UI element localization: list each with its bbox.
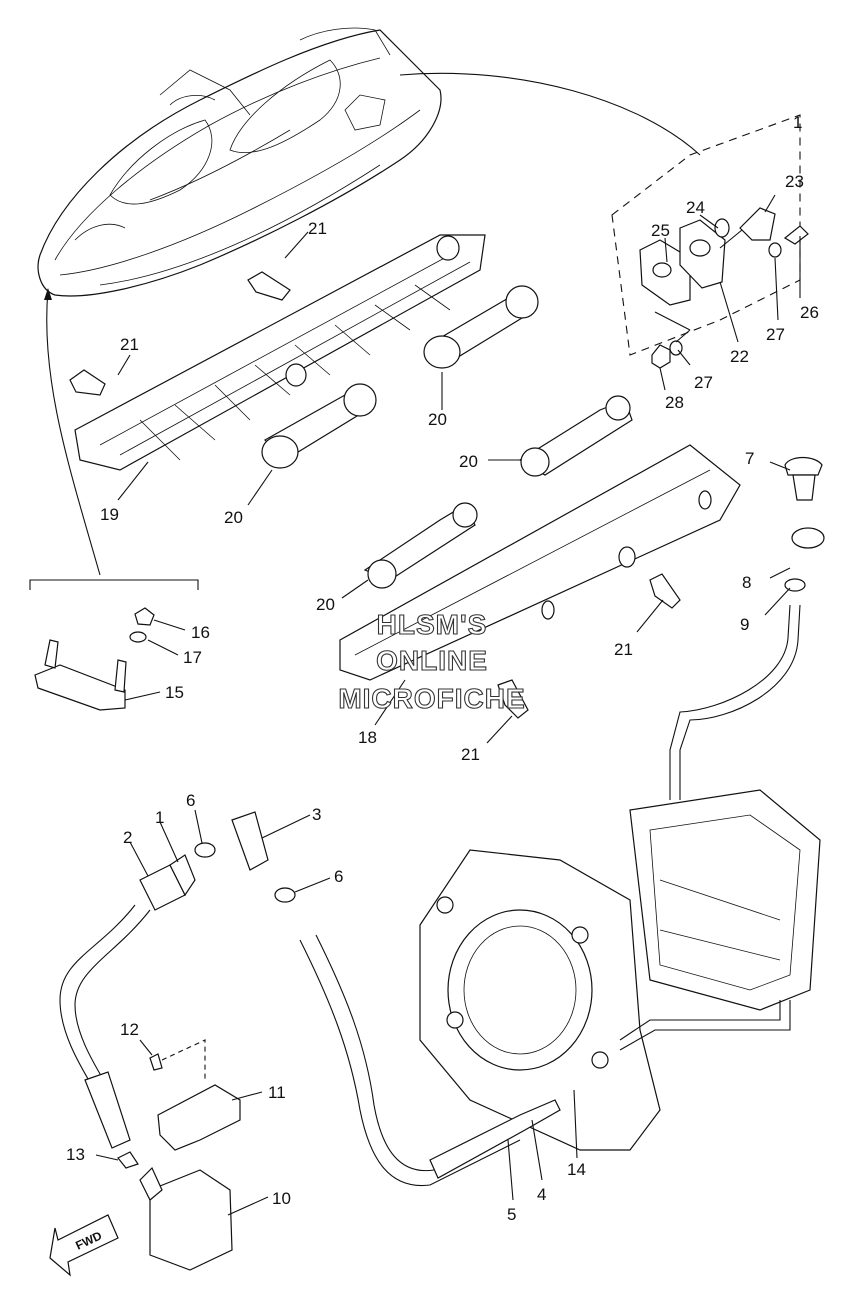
forward-arrow-icon: FWD bbox=[49, 1214, 119, 1277]
watermark-line-3: MICROFICHE bbox=[338, 683, 525, 714]
callout-21a: 21 bbox=[308, 219, 327, 238]
callout-21c: 21 bbox=[614, 640, 633, 659]
callout-leaders bbox=[95, 194, 801, 1216]
callout-11: 11 bbox=[268, 1083, 286, 1102]
callout-3: 3 bbox=[312, 805, 321, 824]
bolts bbox=[69, 271, 681, 719]
callout-12: 12 bbox=[120, 1020, 139, 1039]
watercraft-illustration bbox=[37, 27, 442, 297]
callout-20a: 20 bbox=[428, 410, 447, 429]
inset-box bbox=[29, 288, 199, 711]
engine-mounts-lower bbox=[363, 395, 633, 589]
lower-mount-bracket bbox=[339, 444, 741, 681]
callout-27a: 27 bbox=[766, 325, 785, 344]
callout-25: 25 bbox=[651, 221, 670, 240]
callout-16: 16 bbox=[191, 623, 210, 642]
detail-leader-line bbox=[399, 72, 701, 156]
callout-9: 9 bbox=[740, 615, 749, 634]
pump-housing bbox=[419, 789, 821, 1151]
watermark: HLSM'S ONLINE MICROFICHE bbox=[338, 608, 525, 714]
callout-20c: 20 bbox=[459, 452, 478, 471]
callout-20d: 20 bbox=[316, 595, 335, 614]
o-ring-part bbox=[714, 218, 730, 238]
callout-24: 24 bbox=[686, 198, 705, 217]
washer-part-a bbox=[768, 242, 782, 258]
callout-20b: 20 bbox=[224, 508, 243, 527]
callout-8: 8 bbox=[742, 573, 751, 592]
callout-28: 28 bbox=[665, 393, 684, 412]
watermark-line-2: ONLINE bbox=[376, 645, 488, 676]
engine-mounts-upper bbox=[261, 285, 539, 469]
callout-27b: 27 bbox=[694, 373, 713, 392]
callout-23: 23 bbox=[785, 172, 804, 191]
detail-box-number: 1 bbox=[793, 113, 802, 132]
callout-22: 22 bbox=[730, 347, 749, 366]
callout-26: 26 bbox=[800, 303, 819, 322]
callout-4: 4 bbox=[537, 1185, 546, 1204]
drain-plug-assembly bbox=[669, 456, 825, 800]
callout-2: 2 bbox=[123, 828, 132, 847]
callout-15: 15 bbox=[165, 683, 184, 702]
callout-6a: 6 bbox=[186, 791, 195, 810]
callout-5: 5 bbox=[507, 1205, 516, 1224]
callout-1: 1 bbox=[155, 808, 164, 827]
callout-19: 19 bbox=[100, 505, 119, 524]
callout-18: 18 bbox=[358, 728, 377, 747]
callout-labels: 23 24 25 26 27 22 27 28 21 21 20 20 19 2… bbox=[66, 172, 819, 1224]
callout-10: 10 bbox=[272, 1189, 291, 1208]
fitting-part bbox=[739, 207, 776, 241]
screw-part bbox=[783, 225, 809, 245]
callout-21b: 21 bbox=[120, 335, 139, 354]
upper-mount-bracket bbox=[74, 234, 486, 471]
callout-21d: 21 bbox=[461, 745, 480, 764]
callout-14: 14 bbox=[567, 1160, 586, 1179]
callout-7: 7 bbox=[745, 449, 754, 468]
watermark-line-1: HLSM'S bbox=[377, 609, 488, 640]
nut-part bbox=[651, 344, 671, 369]
callout-6b: 6 bbox=[334, 867, 343, 886]
detail-box: 1 bbox=[611, 113, 809, 369]
callout-13: 13 bbox=[66, 1145, 85, 1164]
water-hose-assembly bbox=[59, 811, 561, 1271]
callout-17: 17 bbox=[183, 648, 202, 667]
